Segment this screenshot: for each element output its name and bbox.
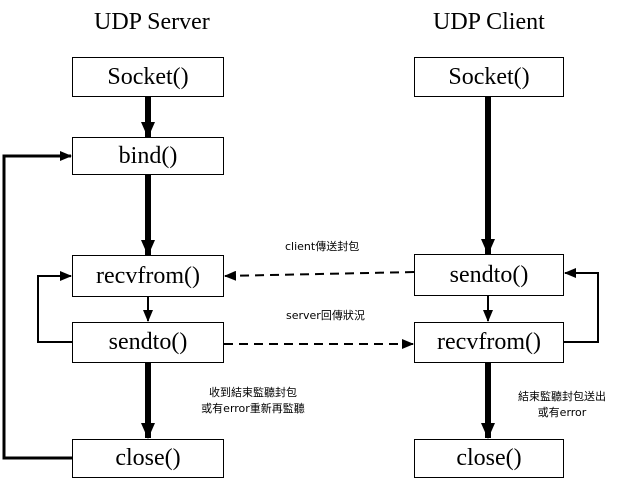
client-to-server-dashed-arrow <box>224 270 415 281</box>
server-title: UDP Server <box>94 9 210 35</box>
server-sendto-box: sendto() <box>72 322 224 363</box>
server-bind-box: bind() <box>72 137 224 175</box>
server-end-note-line1: 收到結束監聽封包 <box>209 386 297 399</box>
server-sendto-loop-arrow <box>37 271 72 343</box>
server-end-note: 收到結束監聽封包 或有error重新再監聽 <box>188 385 318 417</box>
client-sendto-box: sendto() <box>414 254 564 296</box>
client-end-note: 結束監聽封包送出 或有error <box>512 389 612 421</box>
server-close-to-bind-arrow <box>2 151 72 460</box>
server-close-box: close() <box>72 439 224 478</box>
server-recvfrom-box: recvfrom() <box>72 255 224 297</box>
client-title: UDP Client <box>433 9 545 35</box>
client-end-note-line2: 或有error <box>537 406 587 419</box>
client-end-note-line1: 結束監聽封包送出 <box>518 390 606 403</box>
server-socket-box: Socket() <box>72 57 224 97</box>
server-end-note-line2: 或有error重新再監聽 <box>201 402 305 415</box>
client-recvfrom-loop-arrow <box>564 268 599 343</box>
server-status-label: server回傳狀況 <box>286 309 365 322</box>
client-send-label: client傳送封包 <box>285 240 360 253</box>
client-recvfrom-box: recvfrom() <box>414 322 564 363</box>
client-socket-box: Socket() <box>414 57 564 97</box>
client-close-box: close() <box>414 439 564 478</box>
